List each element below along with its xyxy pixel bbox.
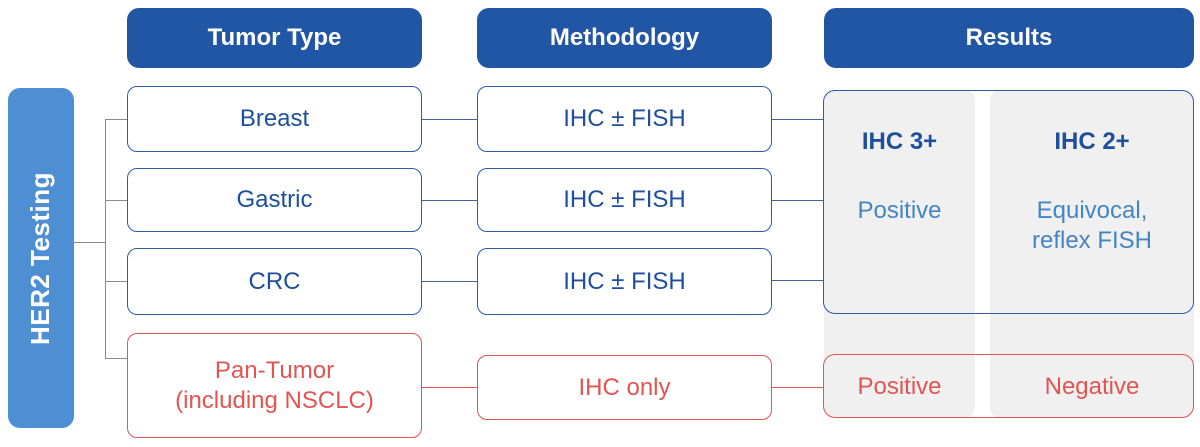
results-column-ihc2-background	[990, 90, 1194, 418]
node-gastric-label: Gastric	[236, 186, 313, 213]
node-pan-tumor-label: Pan-Tumor	[214, 356, 335, 384]
node-ihc-only: IHC only	[477, 355, 772, 420]
root-node-her2-testing: HER2 Testing	[8, 88, 74, 428]
node-ihc-fish-2: IHC ± FISH	[477, 168, 772, 232]
node-ihc-fish-2-label: IHC ± FISH	[563, 186, 686, 213]
connector-ihc-fish-to-results-1	[772, 119, 824, 121]
results-box-pan-tumor	[823, 354, 1194, 418]
results-column-ihc3-background	[824, 90, 975, 418]
node-ihc-only-label: IHC only	[578, 373, 671, 401]
connector-ihc-only-to-results	[772, 387, 824, 389]
connector-trunk-to-breast	[105, 119, 127, 121]
header-results: Results	[824, 8, 1194, 68]
results-pan-tumor-negative: Negative	[1044, 373, 1140, 400]
connector-crc-to-ihc-fish	[422, 281, 477, 283]
connector-root-to-trunk	[74, 242, 105, 244]
header-methodology: Methodology	[477, 8, 772, 68]
results-ihc3-heading: IHC 3+	[861, 128, 938, 155]
connector-breast-to-ihc-fish	[422, 119, 477, 121]
connector-trunk	[105, 119, 107, 359]
node-breast: Breast	[127, 86, 422, 152]
connector-ihc-fish-to-results-2	[772, 200, 824, 202]
results-ihc2-heading: IHC 2+	[1054, 128, 1130, 155]
connector-ihc-fish-to-results-3	[772, 280, 824, 282]
results-pan-tumor-positive: Positive	[857, 373, 942, 400]
node-pan-tumor: Pan-Tumor (including NSCLC)	[127, 333, 422, 438]
node-pan-tumor-sublabel: (including NSCLC)	[175, 386, 374, 414]
connector-trunk-to-crc	[105, 281, 127, 283]
node-crc-label: CRC	[248, 267, 301, 295]
connector-gastric-to-ihc-fish	[422, 200, 477, 202]
node-ihc-fish-1-label: IHC ± FISH	[563, 105, 686, 132]
root-node-label: HER2 Testing	[25, 171, 56, 345]
connector-pan-tumor-to-ihc-only	[420, 387, 477, 389]
node-breast-label: Breast	[239, 105, 310, 132]
node-ihc-fish-3: IHC ± FISH	[477, 248, 772, 315]
results-box-standard	[823, 90, 1194, 314]
node-ihc-fish-1: IHC ± FISH	[477, 86, 772, 152]
results-ihc3-value: Positive	[857, 197, 942, 224]
header-tumor-type: Tumor Type	[127, 8, 422, 68]
connector-trunk-to-gastric	[105, 200, 127, 202]
node-ihc-fish-3-label: IHC ± FISH	[563, 267, 686, 295]
node-gastric: Gastric	[127, 168, 422, 232]
results-ihc2-value-line1: Equivocal,	[1036, 197, 1148, 224]
results-ihc2-value-line2: reflex FISH	[1031, 227, 1153, 254]
results-ihc2-value: Equivocal, reflex FISH	[990, 196, 1194, 256]
node-crc: CRC	[127, 248, 422, 315]
connector-trunk-to-pan-tumor	[105, 358, 127, 360]
